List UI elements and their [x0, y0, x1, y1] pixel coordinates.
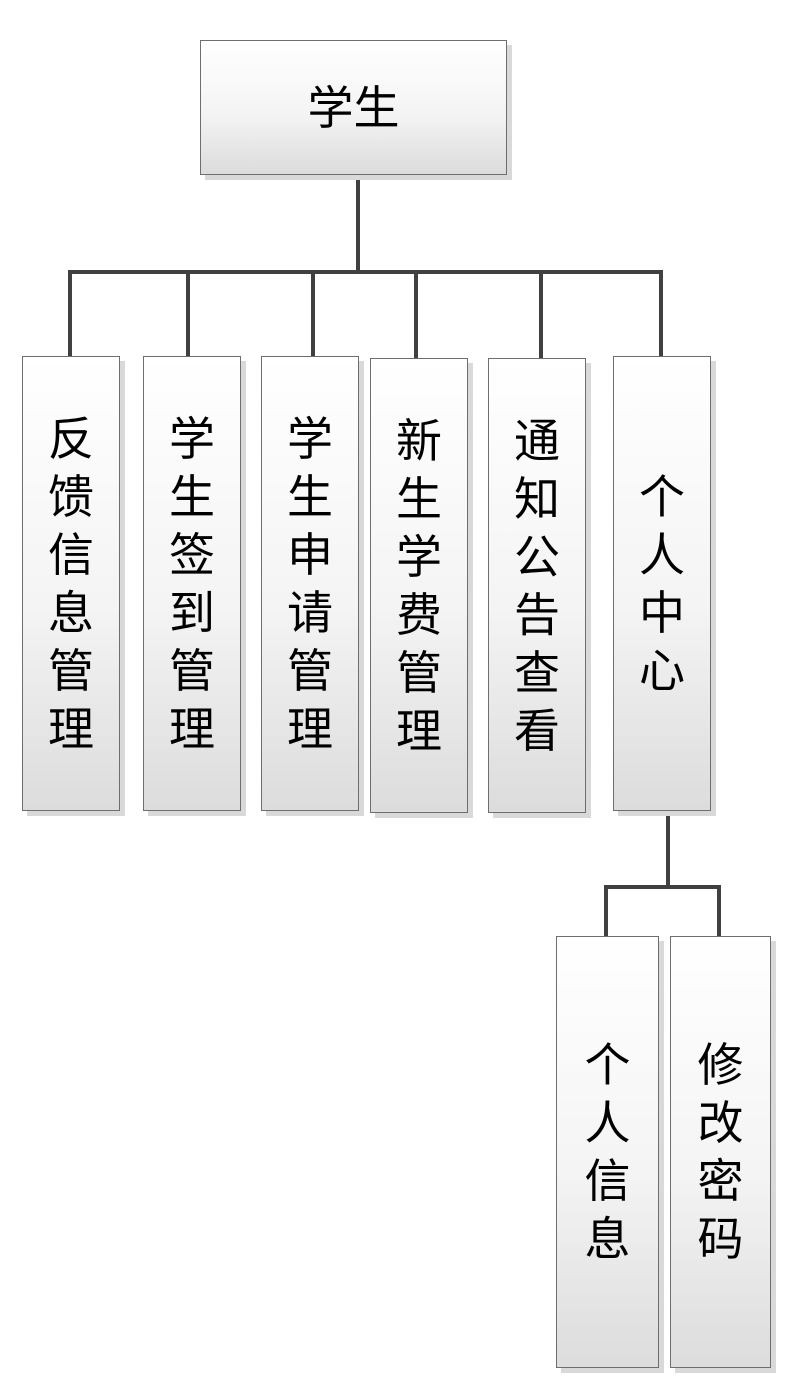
module-node-feedback: 反馈信息管理	[22, 356, 120, 811]
root-node-label: 学生	[307, 80, 400, 135]
module-node-label: 反馈信息管理	[48, 411, 94, 756]
module-node-personal-center: 个人中心	[613, 356, 711, 811]
submodule-node-label: 个人信息	[584, 1038, 631, 1266]
module-node-label: 学生签到管理	[169, 411, 215, 756]
submodule-node-label: 修改密码	[697, 1038, 744, 1266]
module-node-notice: 通知公告查看	[488, 358, 586, 813]
submodule-node-change-password: 修改密码	[670, 936, 771, 1368]
module-node-application: 学生申请管理	[261, 356, 359, 811]
module-node-label: 通知公告查看	[514, 413, 560, 758]
root-node-student: 学生	[200, 40, 507, 175]
module-node-label: 个人中心	[639, 469, 685, 698]
module-node-tuition: 新生学费管理	[370, 358, 468, 813]
module-node-checkin: 学生签到管理	[143, 356, 241, 811]
module-node-label: 新生学费管理	[396, 413, 442, 758]
module-node-label: 学生申请管理	[287, 411, 333, 756]
submodule-node-personal-info: 个人信息	[556, 936, 659, 1368]
